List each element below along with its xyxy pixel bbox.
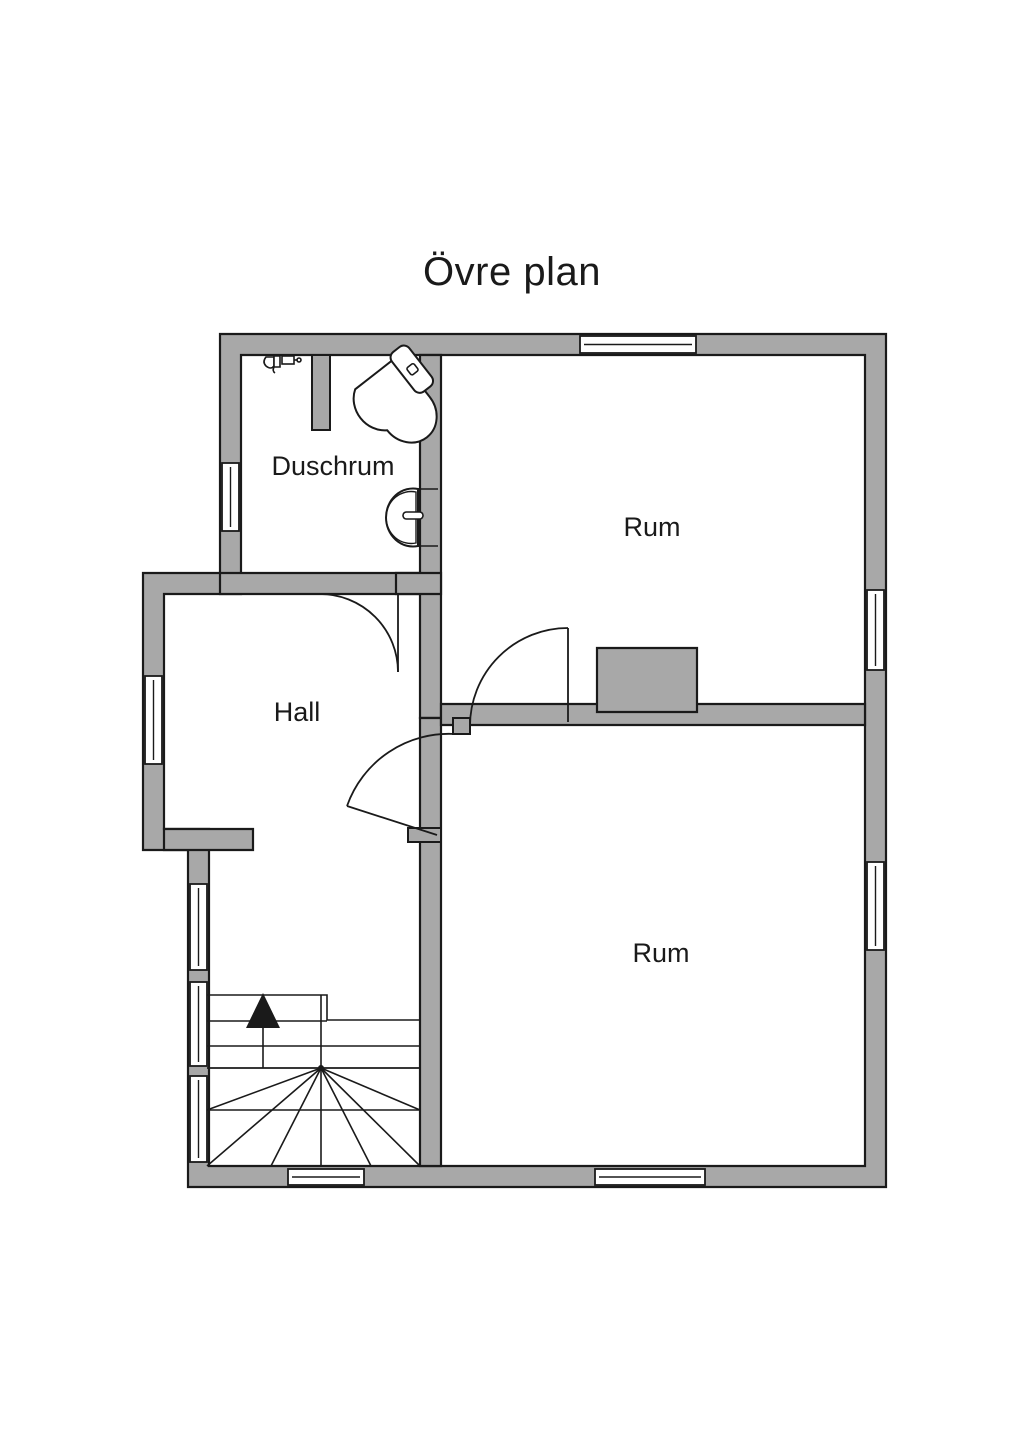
room-label-duschrum: Duschrum xyxy=(271,451,394,481)
washbasin-icon xyxy=(385,487,438,548)
staircase xyxy=(206,993,421,1167)
interior-wall-hall-bottom-stub xyxy=(162,827,255,852)
chimney-shaft xyxy=(595,646,699,714)
interior-wall-rum-divider xyxy=(439,702,867,727)
door-rum-upper xyxy=(469,627,569,727)
window-right-lower xyxy=(866,861,885,951)
stair-winder-treads xyxy=(206,995,421,1167)
window-stair-2 xyxy=(189,981,208,1067)
doors-group xyxy=(319,593,569,836)
windows-group xyxy=(144,335,885,1186)
window-bottom-left xyxy=(287,1168,365,1186)
room-label-rum-lower: Rum xyxy=(632,938,689,968)
exterior-wall xyxy=(141,332,888,1189)
window-left-hall xyxy=(144,675,163,765)
shower-mixer-icon xyxy=(263,355,302,374)
door-duschrum xyxy=(319,593,399,673)
room-labels-group: Duschrum Rum Hall Rum xyxy=(271,451,689,968)
window-right-upper xyxy=(866,589,885,671)
window-top xyxy=(579,335,697,354)
door-rum-lower xyxy=(346,732,456,836)
interior-wall-hall-right xyxy=(418,716,443,1168)
fixtures-group xyxy=(263,344,438,548)
interior-wall-shower-niche xyxy=(311,354,331,431)
door-jamb-lower xyxy=(407,827,442,843)
walls-group xyxy=(141,332,888,1189)
window-left-duschrum xyxy=(221,462,240,532)
door-jamb-upper xyxy=(452,717,471,735)
interior-wall-duschrum-bottom xyxy=(218,571,422,596)
stair-direction-arrow xyxy=(246,993,280,1028)
page-title: Övre plan xyxy=(423,250,601,294)
window-bottom-right xyxy=(594,1168,706,1186)
room-label-hall: Hall xyxy=(274,697,321,727)
toilet-icon xyxy=(352,344,438,444)
interior-wall-duschrum-bottom-stub xyxy=(394,571,443,596)
room-label-rum-upper: Rum xyxy=(623,512,680,542)
window-stair-3 xyxy=(189,1075,208,1163)
window-stair-1 xyxy=(189,883,208,971)
